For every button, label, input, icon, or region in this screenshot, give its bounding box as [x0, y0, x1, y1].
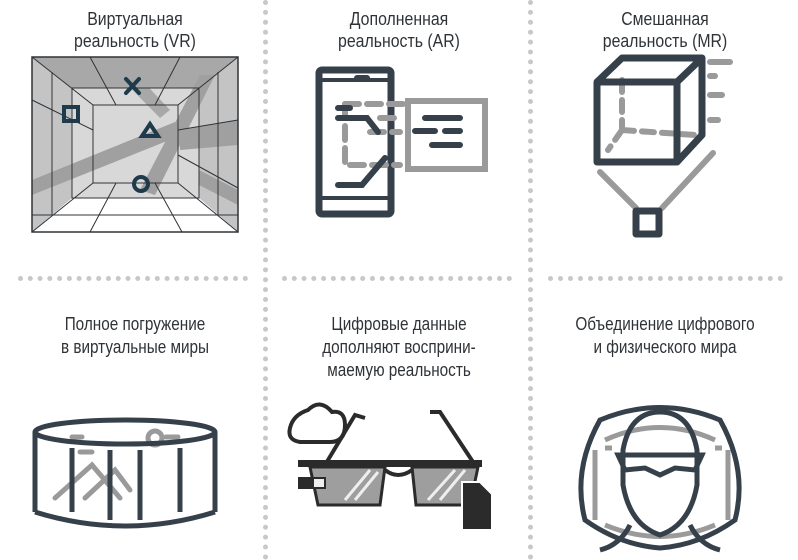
- circle-icon: [132, 175, 150, 193]
- desc-line: Полное погружение: [64, 314, 206, 334]
- ar-title: Дополненная реальность (AR): [285, 8, 514, 52]
- mixed-reality-head-icon: [578, 405, 742, 553]
- vr-title-line: реальность (VR): [74, 31, 196, 51]
- desc-line: дополняют восприни-: [322, 337, 476, 357]
- ar-title-line: реальность (AR): [338, 31, 460, 51]
- mr-title-line: реальность (MR): [602, 31, 728, 51]
- desc-line: Цифровые данные: [331, 314, 467, 334]
- column-divider-1: [263, 0, 268, 560]
- mr-cube-icon: [593, 54, 733, 238]
- mr-description: Объединение цифрового и физического мира: [555, 313, 776, 359]
- ar-title-line: Дополненная: [349, 9, 449, 29]
- row-divider-1: [18, 276, 248, 281]
- desc-line: в виртуальные миры: [60, 337, 210, 357]
- triangle-icon: [138, 120, 162, 138]
- desc-line: и физического мира: [593, 337, 737, 357]
- row-divider-3: [548, 276, 783, 281]
- mr-title: Смешанная реальность (MR): [551, 8, 780, 52]
- column-divider-2: [528, 0, 533, 560]
- ar-description: Цифровые данные дополняют восприни- маем…: [289, 313, 510, 382]
- smart-glasses-icon: [287, 402, 493, 531]
- vr-title-line: Виртуальная: [87, 9, 183, 29]
- cross-icon: [124, 77, 141, 95]
- immersion-cylinder-icon: [32, 417, 218, 529]
- mr-title-line: Смешанная: [621, 9, 709, 29]
- square-icon: [62, 105, 80, 123]
- desc-line: Объединение цифрового: [575, 314, 755, 334]
- vr-title: Виртуальная реальность (VR): [21, 8, 250, 52]
- vr-description: Полное погружение в виртуальные миры: [25, 313, 246, 359]
- ar-phone-icon: [315, 66, 488, 218]
- row-divider-2: [282, 276, 512, 281]
- desc-line: маемую реальность: [327, 360, 471, 380]
